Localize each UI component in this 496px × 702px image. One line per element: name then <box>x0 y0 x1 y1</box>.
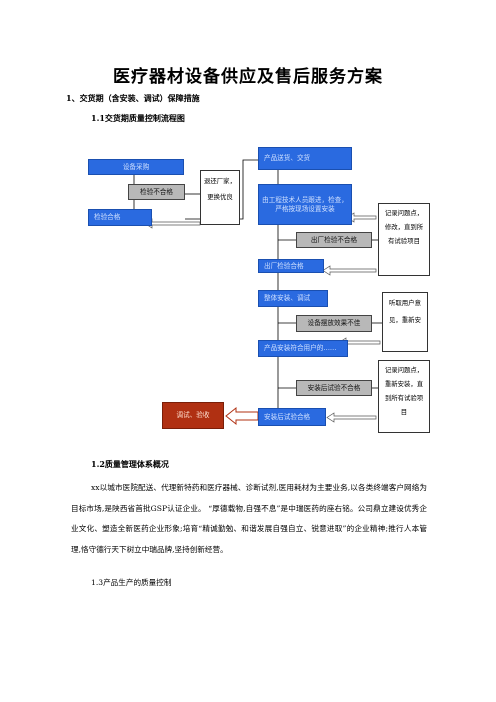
flow-debug-fail: 设备摆放效果不佳 <box>296 315 372 332</box>
flow-record-note-2: 记录问题点，重新安装，直到所有试验项目 <box>378 360 430 433</box>
section-heading-1: 1、交货期（含安装、调试）保障措施 <box>66 93 200 103</box>
flow-onsite-check: 由工程技术人员跟进，检查，严格按现场设置安装 <box>258 184 352 225</box>
flow-install: 整体安装、调试 <box>258 290 328 307</box>
section-heading-1-3: 1.3产品生产的质量控制 <box>91 578 172 587</box>
flow-final-acceptance: 调试、验收 <box>162 402 224 429</box>
section-heading-1-1: 1.1交货期质量控制流程图 <box>91 113 185 123</box>
flow-return-note: 退还厂家，更换优良 <box>200 170 240 225</box>
flow-factory-fail: 出厂检验不合格 <box>296 232 372 248</box>
flow-equipment-purchase: 设备采购 <box>88 159 184 175</box>
flow-ship: 产品送货、交货 <box>258 147 352 170</box>
flow-record-note-1: 记录问题点，修改，直到所有试验项目 <box>378 203 430 276</box>
flow-factory-pass: 出厂检验合格 <box>258 259 324 273</box>
quality-system-paragraph: xx以城市医院配送、代理新特药和医疗器械、诊断试剂,医用耗材为主要业务,以各类终… <box>71 483 427 554</box>
flow-post-install-fail: 安装后试验不合格 <box>296 380 372 396</box>
document-title: 医疗器材设备供应及售后服务方案 <box>113 67 383 87</box>
flow-install-ok: 产品安装符合用户的…… <box>258 340 348 357</box>
flow-post-install-pass: 安装后试验合格 <box>258 408 326 426</box>
flow-inspect-fail: 检验不合格 <box>128 184 185 200</box>
section-heading-1-2: 1.2质量管理体系概况 <box>91 459 169 469</box>
flow-inspect-pass: 检验合格 <box>88 209 152 226</box>
flow-feedback-note: 听取用户意见，重新安 <box>382 292 428 352</box>
